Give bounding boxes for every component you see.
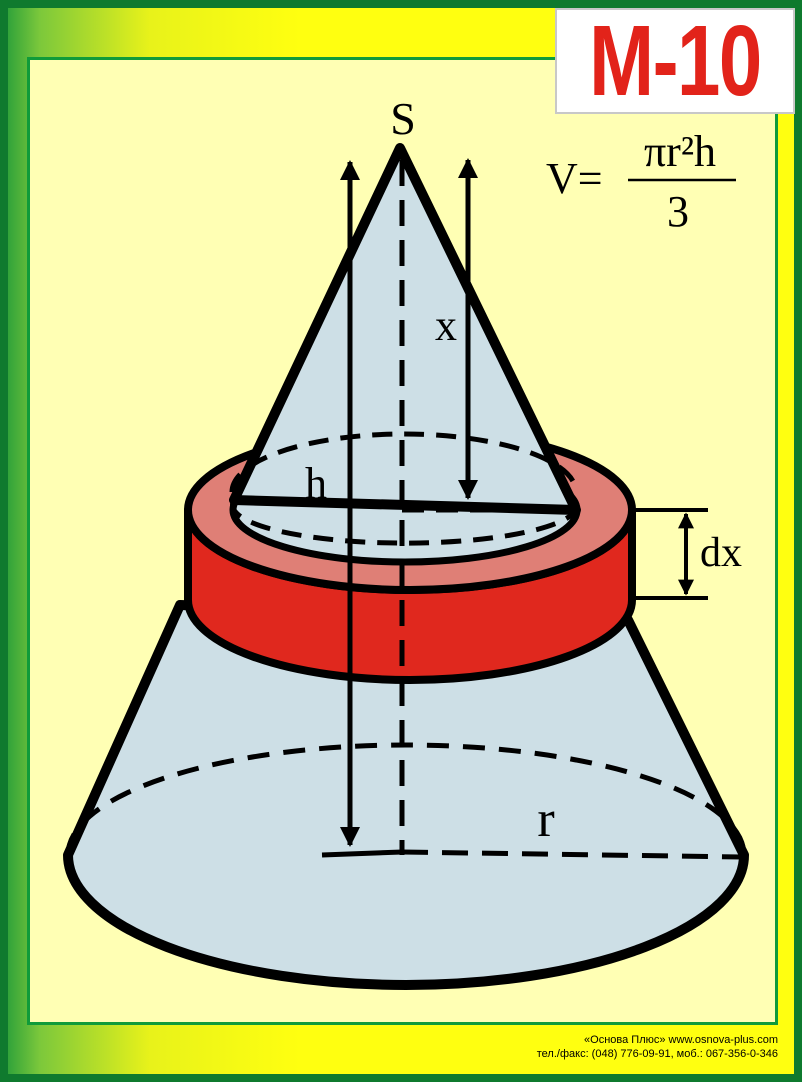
cross-section-front-arc <box>230 498 579 546</box>
apex-label: S <box>390 93 416 144</box>
formula-lhs: V= <box>546 154 603 203</box>
thickness-label: dx <box>700 530 742 576</box>
radius-label: r <box>537 791 554 848</box>
volume-formula: V= πr²h 3 <box>546 127 736 236</box>
footer-line-1: «Основа Плюс» www.osnova-plus.com <box>584 1034 778 1046</box>
base-radius-dashed <box>401 849 743 860</box>
cone-base-body <box>63 600 749 990</box>
sheet-code-badge: М-10 <box>555 8 795 114</box>
publisher-footer: «Основа Плюс» www.osnova-plus.com тел./ф… <box>537 1033 778 1061</box>
footer-line-2: тел./факс: (048) 776-09-91, моб.: 067-35… <box>536 1048 778 1060</box>
cross-section-back-arc <box>229 431 579 493</box>
base-radius-solid <box>321 849 403 858</box>
formula-denominator: 3 <box>667 187 689 236</box>
cone-tip <box>229 143 581 515</box>
sheet-code: М-10 <box>589 5 762 117</box>
distance-label: x <box>435 301 457 350</box>
formula-numerator: πr²h <box>644 127 716 176</box>
height-label: h <box>305 459 327 508</box>
base-back-arc <box>65 742 747 856</box>
